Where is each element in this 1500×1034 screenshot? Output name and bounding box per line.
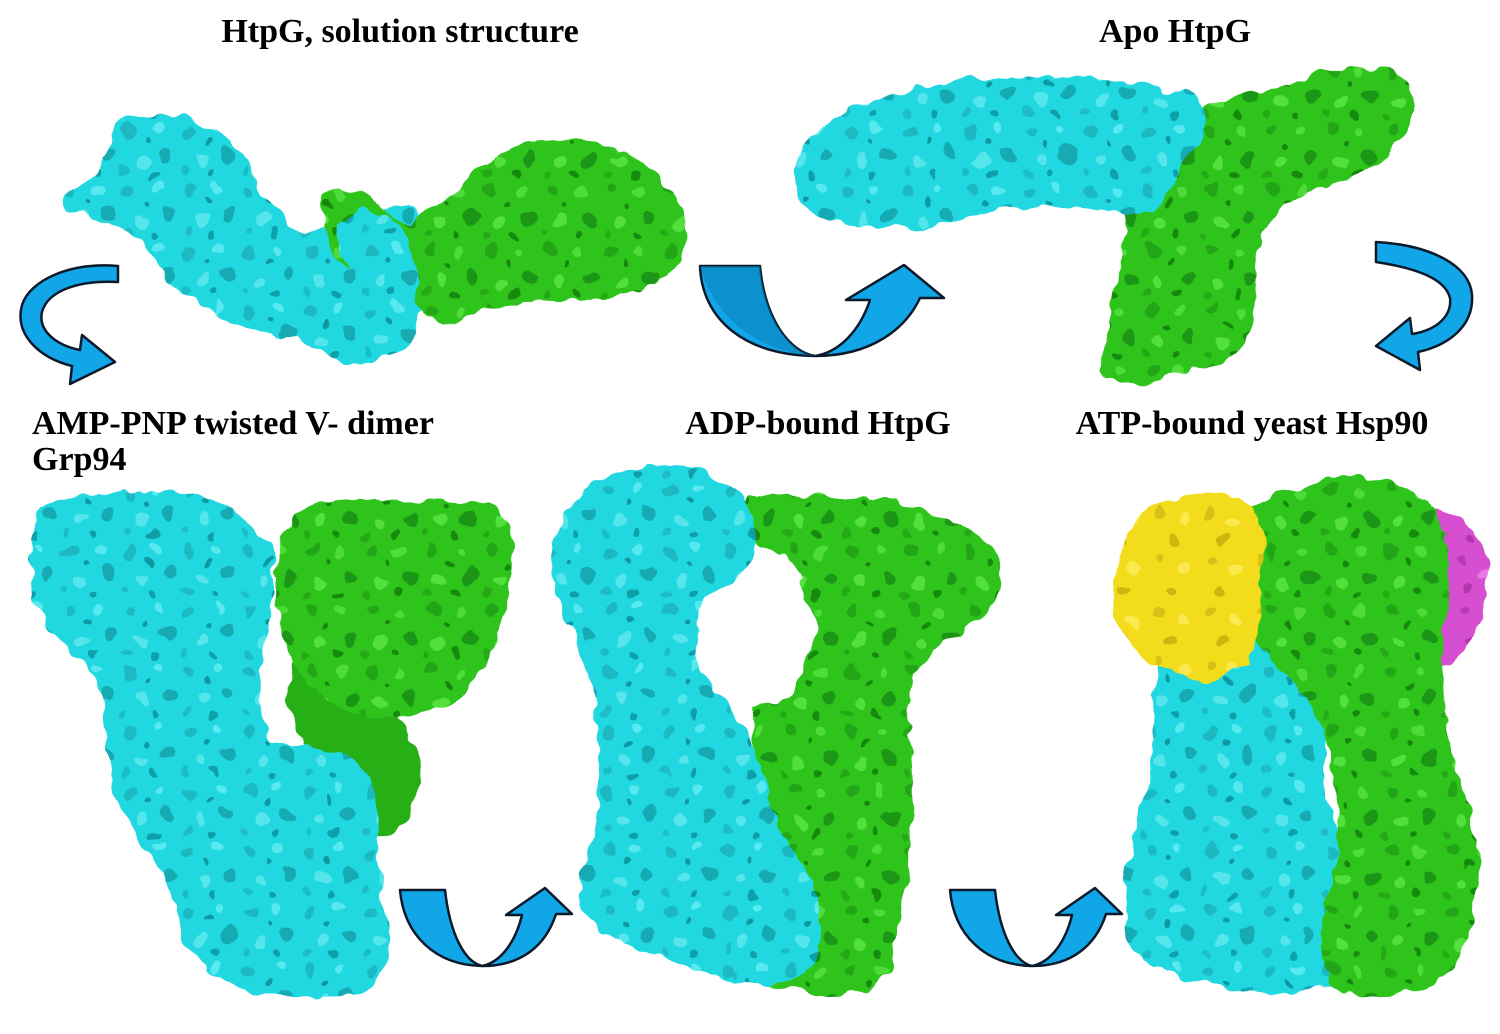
apo-htpg-model [794,66,1415,386]
label-amp-pnp-dimer: AMP-PNP twisted V- dimer [32,405,434,442]
label-solution-structure: HtpG, solution structure [221,13,578,50]
label-apo-htpg: Apo HtpG [1099,13,1251,50]
adp-cavity [697,580,815,706]
amp-cyan-protomer [29,490,391,997]
adp-htpg-model [550,465,1001,996]
amp-green-protomer-back [287,660,420,841]
solution-structure-model [61,115,687,362]
u-turn-arrow-icon [398,886,574,968]
arrow-amp-to-adp [398,886,574,968]
apo-cyan-protomer [794,74,1208,229]
arrow-adp-to-atp [948,886,1124,968]
label-adp-htpg: ADP-bound HtpG [685,405,950,442]
arrow-solution-to-apo [698,263,946,358]
arrow-solution-to-amp [19,264,120,386]
amp-pnp-grp94-model [29,490,513,997]
solution-cyan-front [338,211,416,347]
label-atp-hsp90: ATP-bound yeast Hsp90 [1076,405,1429,442]
u-turn-arrow-icon [948,886,1124,968]
atp-hsp90-model [1114,477,1488,997]
solution-cyan-protomer [61,115,429,362]
arrow-apo-to-atp [1374,240,1474,372]
curved-arrow-icon [19,264,120,386]
atp-cyan-protomer [1124,630,1365,993]
amp-green-protomer [275,499,513,718]
u-turn-arrow-inner-icon [700,266,815,356]
atp-yellow-cochaperone [1114,494,1265,682]
adp-cyan-protomer [550,465,821,985]
label-grp94: Grp94 [32,441,126,478]
curved-arrow-icon [1374,240,1474,372]
atp-green-protomer [1228,477,1479,997]
